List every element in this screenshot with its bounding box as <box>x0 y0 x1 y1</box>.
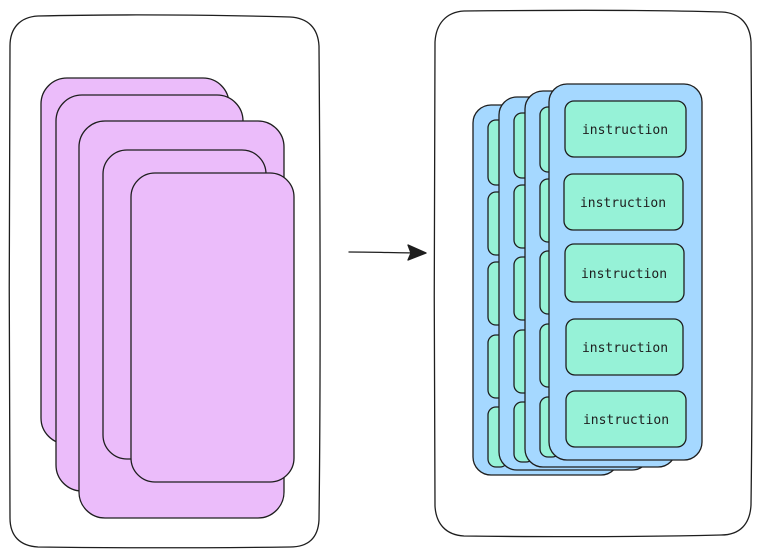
instruction-box <box>564 100 687 158</box>
instruction-label: instruction <box>582 341 668 356</box>
instruction-box <box>563 173 684 231</box>
arrow-head <box>407 244 427 261</box>
instruction-block-3: instruction <box>564 243 685 303</box>
instruction-box <box>565 318 684 376</box>
left-panel <box>8 14 321 549</box>
instruction-box <box>565 390 687 448</box>
document-card-5 <box>130 172 295 483</box>
instruction-block-2: instruction <box>563 173 684 231</box>
instruction-block-1: instruction <box>564 100 687 158</box>
instruction-label: instruction <box>580 196 666 211</box>
right-panel: instruction instruction instruction inst… <box>433 9 753 538</box>
instruction-block-4: instruction <box>565 318 684 376</box>
instruction-label: instruction <box>582 123 668 138</box>
instruction-box <box>564 243 685 303</box>
instruction-stack-front: instruction instruction instruction inst… <box>548 83 703 461</box>
transform-arrow <box>348 244 427 261</box>
instruction-block-5: instruction <box>565 390 687 448</box>
instruction-label: instruction <box>581 267 667 282</box>
instruction-label: instruction <box>583 413 669 428</box>
